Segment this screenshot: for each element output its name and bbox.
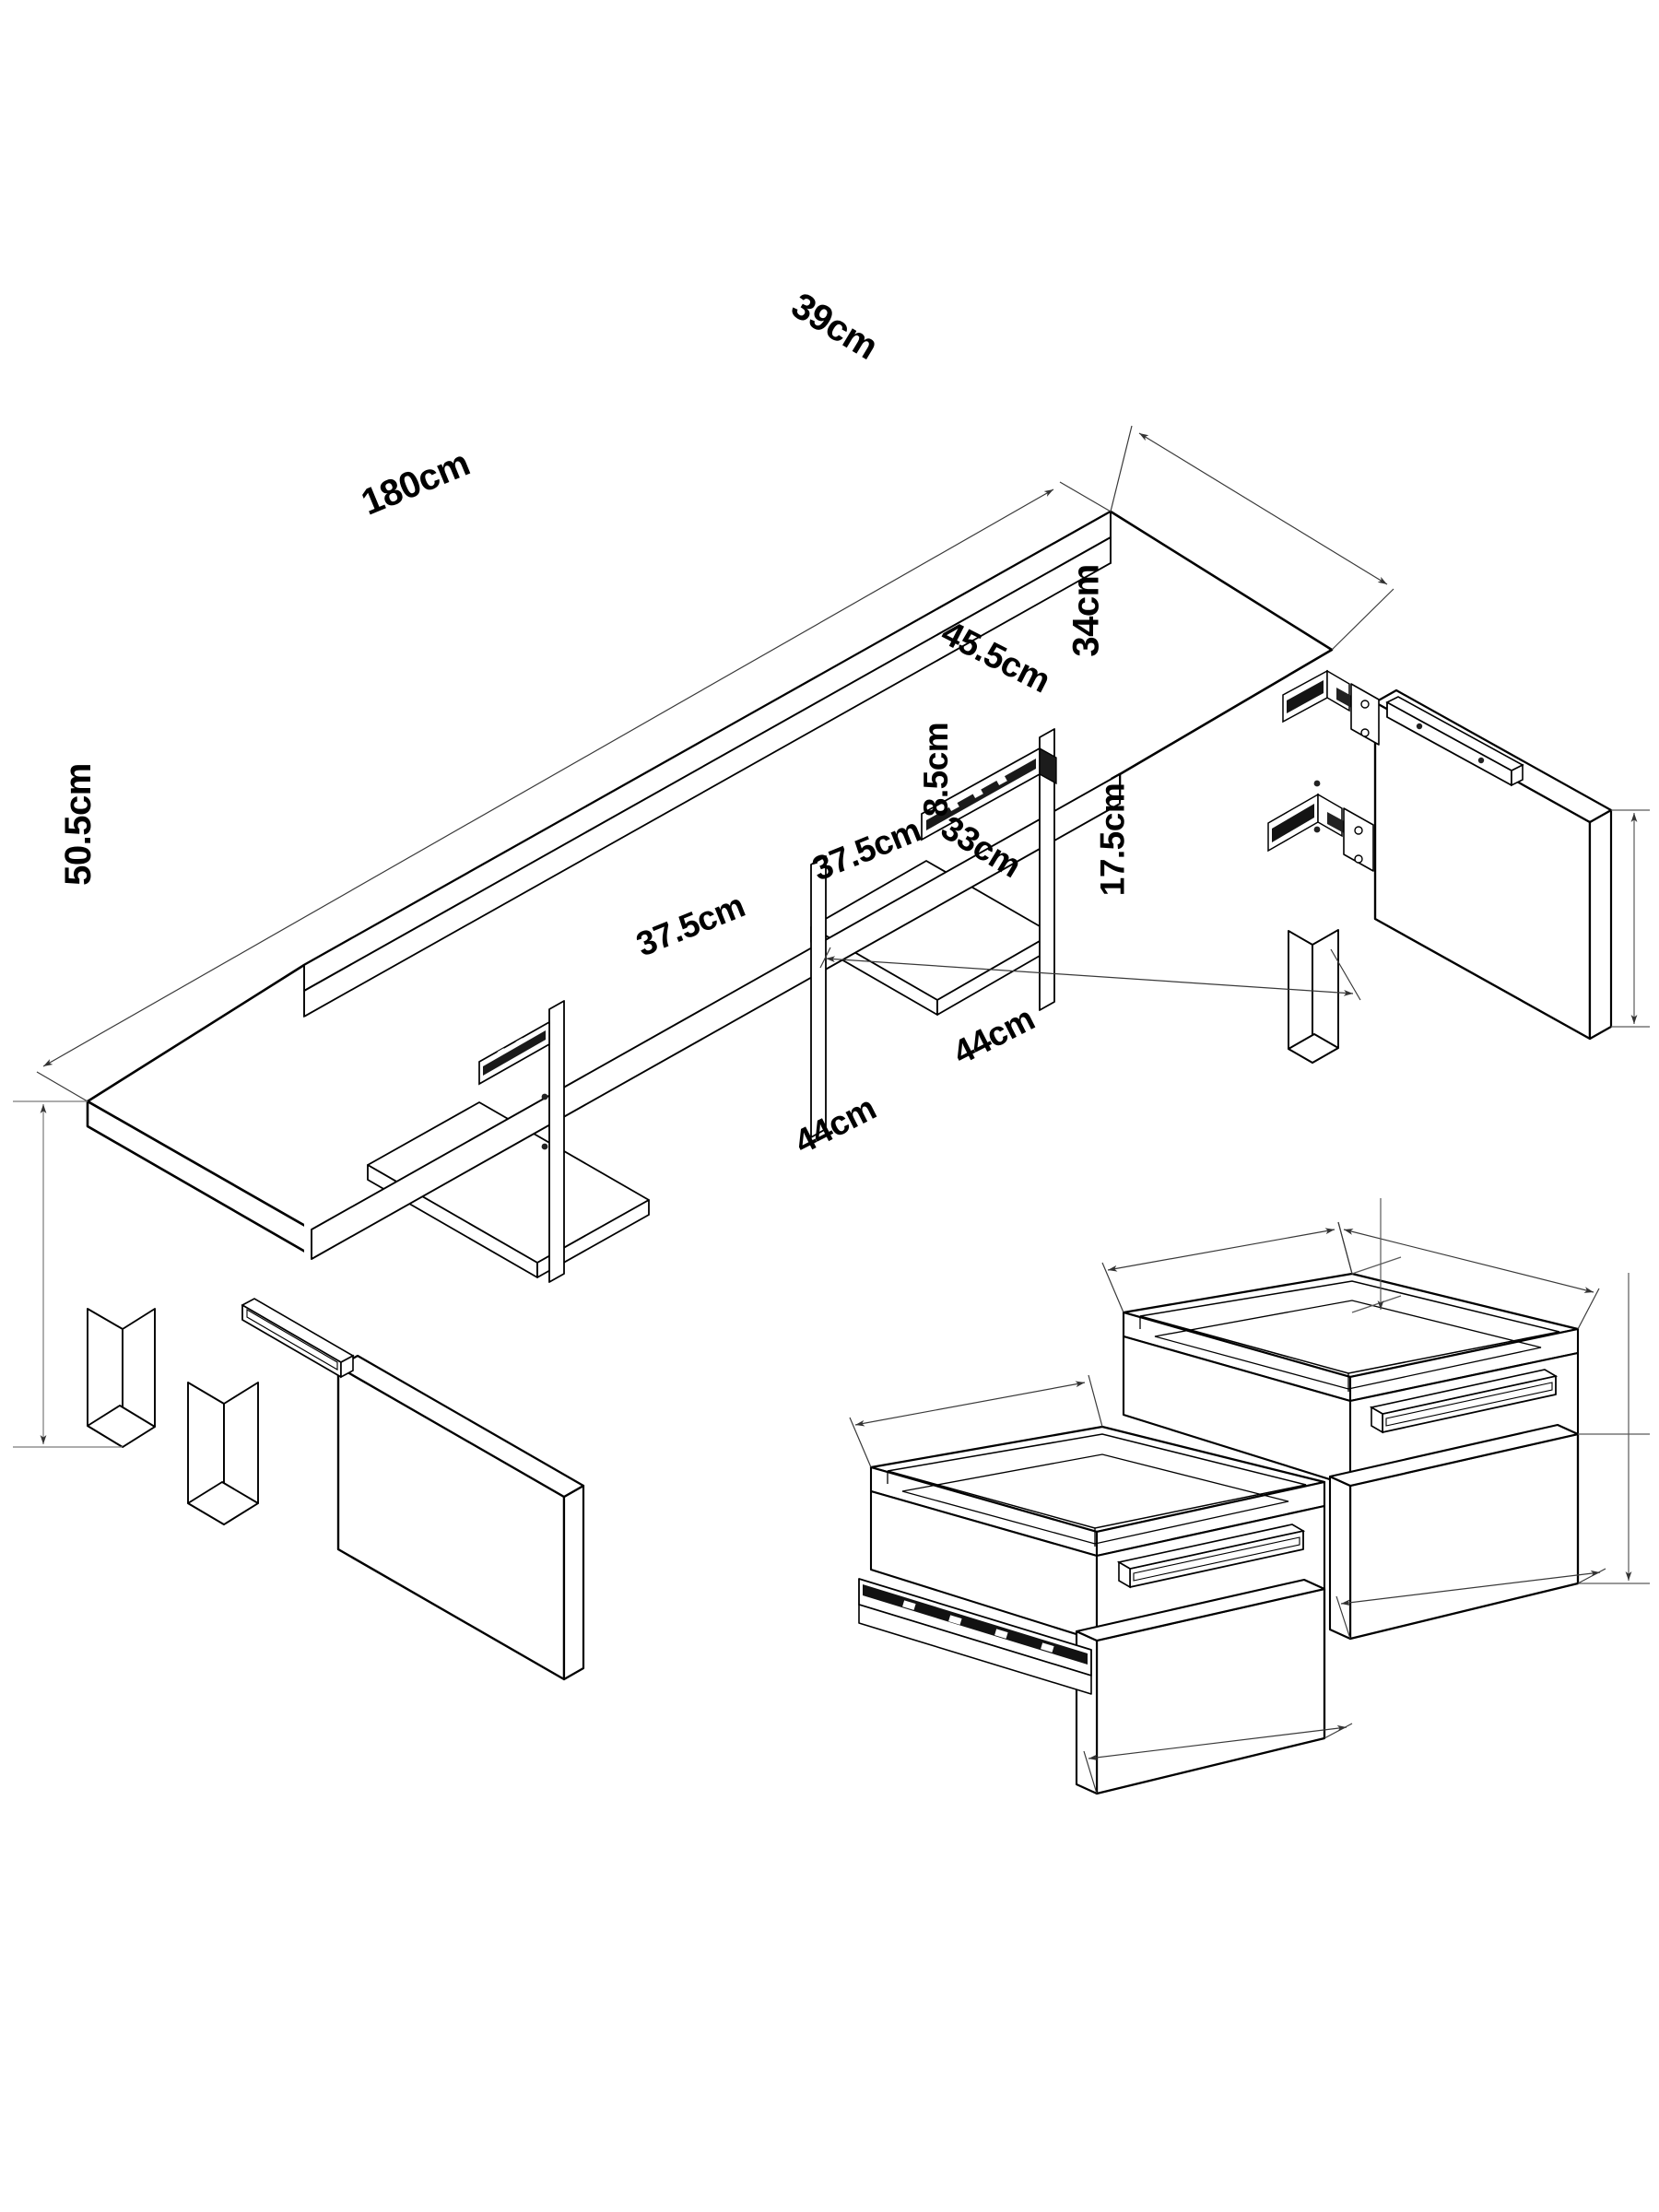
shelf-pin-hole xyxy=(1313,826,1321,833)
rear-drawer-box xyxy=(1122,1272,1580,1488)
upper-hinge xyxy=(1282,669,1380,746)
right-door-handle[interactable] xyxy=(1385,696,1524,787)
dimension-drawer-box-depth xyxy=(1337,1221,1600,1330)
left-door-panel[interactable] xyxy=(336,1354,585,1681)
right-door-panel[interactable] xyxy=(1373,688,1613,1041)
front-drawer-handle[interactable] xyxy=(1116,1524,1306,1589)
rear-drawer-handle[interactable] xyxy=(1369,1369,1559,1434)
back-left-leg xyxy=(187,1382,259,1525)
centre-divider xyxy=(548,1000,565,1283)
dimension-label-door-height: 34cm xyxy=(1065,564,1107,657)
dimension-label-drawer-front-height: 17.5cm xyxy=(1093,782,1132,897)
shelf-pin-hole xyxy=(1313,780,1321,787)
dimension-overall-depth xyxy=(1110,425,1394,651)
shelf-pin-hole xyxy=(541,1093,548,1100)
main-cabinet-view xyxy=(13,425,1650,1681)
drawers-detail-view xyxy=(849,1198,1650,1795)
dimension-drawer-box-height xyxy=(1351,1198,1402,1313)
dimension-overall-height xyxy=(13,1100,123,1448)
dimension-drawer-front-width xyxy=(849,1374,1103,1468)
dimension-door-width xyxy=(819,947,1361,1001)
front-drawer-slide-rail xyxy=(858,1578,1092,1695)
dimension-drawer-back-front-width xyxy=(1335,1568,1606,1640)
dimension-drawer-front-front-width xyxy=(1083,1723,1353,1794)
dimension-label-drawer-box-height: 8.5cm xyxy=(917,722,956,818)
lower-hinge xyxy=(1267,793,1374,872)
dimension-drawer-front-height xyxy=(1578,1273,1650,1584)
shelf-pin-hole xyxy=(541,1143,548,1150)
dimension-door-height xyxy=(1611,809,1650,1028)
left-divider xyxy=(810,855,827,1138)
left-door-handle[interactable] xyxy=(241,1298,355,1379)
front-left-leg xyxy=(87,1308,156,1448)
dimension-label-overall-height: 50.5cm xyxy=(57,763,99,886)
dimension-overall-width xyxy=(36,481,1112,1102)
